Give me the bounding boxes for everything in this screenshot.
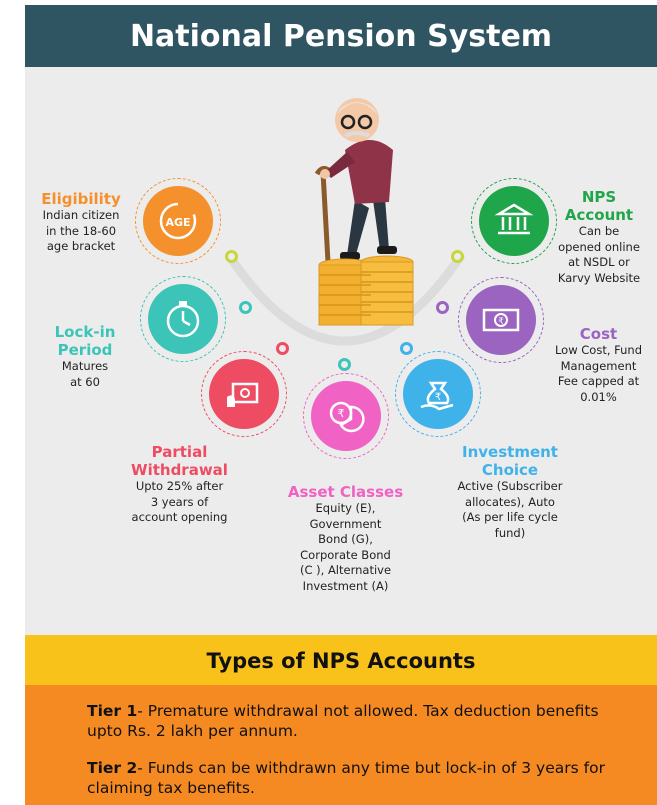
svg-text:₹: ₹ bbox=[435, 392, 441, 403]
tier-1-sep: - bbox=[137, 702, 148, 720]
svg-text:₹: ₹ bbox=[498, 317, 504, 327]
infographic: National Pension System bbox=[25, 5, 657, 805]
page-title: National Pension System bbox=[25, 5, 657, 67]
age-icon-label: AGE bbox=[165, 216, 190, 229]
eligibility-ring bbox=[135, 178, 221, 264]
tier-2-item: Tier 2- Funds can be withdrawn any time … bbox=[87, 758, 617, 798]
asset-block: Asset Classes Equity (E), Government Bon… bbox=[273, 483, 418, 594]
nps-account-circle bbox=[479, 186, 549, 256]
asset-title: Asset Classes bbox=[287, 483, 404, 501]
investment-ring bbox=[395, 351, 481, 437]
asset-ring bbox=[303, 373, 389, 459]
tiers-section: Tier 1- Premature withdrawal not allowed… bbox=[25, 685, 657, 805]
connector-dot bbox=[276, 342, 289, 355]
partial-circle bbox=[209, 359, 279, 429]
cash-icon bbox=[227, 382, 259, 407]
eligibility-block: Eligibility Indian citizen in the 18-60 … bbox=[25, 190, 137, 255]
asset-text: Equity (E), Government Bond (G), Corpora… bbox=[299, 501, 392, 593]
asset-circle bbox=[311, 381, 381, 451]
lockin-block: Lock-in Period Matures at 60 bbox=[25, 323, 145, 390]
tier-1-item: Tier 1- Premature withdrawal not allowed… bbox=[87, 701, 617, 741]
tier-1-label: Tier 1 bbox=[87, 702, 138, 720]
eligibility-title: Eligibility bbox=[41, 190, 121, 208]
svg-text:₹: ₹ bbox=[338, 407, 345, 420]
connector-dot bbox=[338, 358, 351, 371]
connector-dot bbox=[400, 342, 413, 355]
tier-1-text: Premature withdrawal not allowed. Tax de… bbox=[87, 702, 599, 740]
pie-chart-icon: ₹ bbox=[329, 401, 365, 433]
money-bag-icon: ₹ bbox=[420, 381, 454, 411]
nps-account-title-line2: Account bbox=[564, 206, 634, 224]
connector-dot bbox=[239, 301, 252, 314]
connector-dot bbox=[451, 250, 464, 263]
lockin-title-line1: Lock-in bbox=[54, 323, 116, 341]
lockin-text: Matures at 60 bbox=[61, 359, 109, 389]
investment-circle bbox=[403, 359, 473, 429]
nps-account-title-line1: NPS bbox=[581, 188, 617, 206]
bank-icon bbox=[494, 203, 534, 235]
connector-arc bbox=[225, 252, 465, 346]
lockin-ring bbox=[140, 276, 226, 362]
cost-block: Cost Low Cost, Fund Management Fee cappe… bbox=[540, 325, 657, 405]
nps-account-text: Can be opened online at NSDL or Karvy We… bbox=[557, 224, 641, 285]
tier-2-label: Tier 2 bbox=[87, 759, 138, 777]
investment-title-line1: Investment bbox=[462, 443, 558, 461]
cost-title: Cost bbox=[579, 325, 618, 343]
investment-title-line2: Choice bbox=[481, 461, 539, 479]
cost-text: Low Cost, Fund Management Fee capped at … bbox=[554, 343, 643, 404]
partial-block: Partial Withdrawal Upto 25% after 3 year… bbox=[117, 443, 242, 526]
partial-title-line2: Withdrawal bbox=[131, 461, 228, 479]
banknote-icon: ₹ bbox=[482, 308, 520, 332]
connector-dot bbox=[436, 301, 449, 314]
connector-dot bbox=[225, 250, 238, 263]
types-heading: Types of NPS Accounts bbox=[25, 635, 657, 685]
cost-circle bbox=[466, 285, 536, 355]
investment-text: Active (Subscriber allocates), Auto (As … bbox=[457, 479, 563, 540]
partial-title-line1: Partial bbox=[151, 443, 208, 461]
nps-account-block: NPS Account Can be opened online at NSDL… bbox=[543, 188, 655, 286]
eligibility-circle bbox=[143, 186, 213, 256]
nps-account-ring bbox=[471, 178, 557, 264]
partial-text: Upto 25% after 3 years of account openin… bbox=[131, 479, 228, 524]
cost-ring bbox=[458, 277, 544, 363]
elderly-man-illustration bbox=[314, 98, 414, 326]
tier-2-sep: - bbox=[137, 759, 148, 777]
eligibility-text: Indian citizen in the 18-60 age bracket bbox=[42, 208, 120, 253]
age-icon: AGE bbox=[159, 202, 197, 240]
tier-2-text: Funds can be withdrawn any time but lock… bbox=[87, 759, 605, 797]
partial-ring bbox=[201, 351, 287, 437]
lockin-title-line2: Period bbox=[57, 341, 113, 359]
stopwatch-icon bbox=[166, 301, 200, 338]
investment-block: Investment Choice Active (Subscriber all… bbox=[435, 443, 585, 541]
